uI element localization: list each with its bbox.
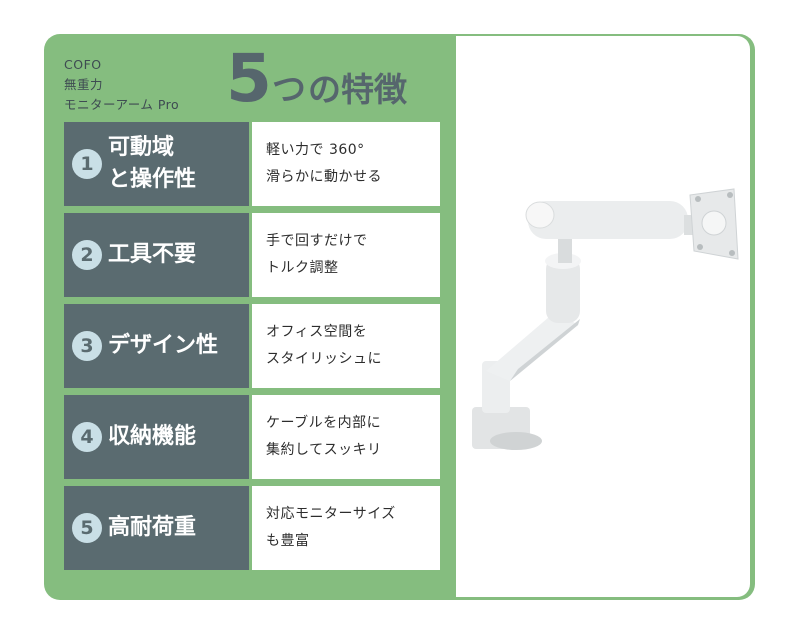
- feature-desc-line1: オフィス空間を: [266, 324, 368, 340]
- feature-title: 収納機能: [108, 424, 197, 449]
- feature-row: 5 高耐荷重 対応モニターサイズ も豊富: [64, 486, 440, 570]
- product-image-panel: [456, 36, 750, 597]
- feature-desc-line2: トルク調整: [266, 260, 339, 276]
- title-text: の特徴: [307, 70, 407, 109]
- page-title: 5つの特徴: [226, 42, 407, 116]
- brand-name: COFO: [64, 57, 102, 72]
- feature-desc-line1: 手で回すだけで: [266, 233, 368, 249]
- product-name: モニターアーム Pro: [64, 97, 180, 112]
- feature-title: 高耐荷重: [108, 515, 197, 540]
- feature-desc-line1: ケーブルを内部に: [266, 415, 382, 431]
- feature-desc-line2: スタイリッシュに: [266, 351, 382, 367]
- feature-desc-line2: も豊富: [266, 533, 310, 549]
- feature-title: デザイン性: [108, 333, 219, 358]
- feature-description: 対応モニターサイズ も豊富: [252, 486, 440, 570]
- feature-label: 2 工具不要: [64, 213, 249, 297]
- feature-desc-line1: 軽い力で 360°: [266, 142, 365, 158]
- feature-label: 1 可動域 と操作性: [64, 122, 249, 206]
- brand-tagline: 無重力: [64, 77, 104, 92]
- lower-arm-shade: [510, 319, 580, 381]
- title-particle: つ: [271, 70, 306, 110]
- feature-title: 工具不要: [108, 242, 197, 267]
- feature-description: ケーブルを内部に 集約してスッキリ: [252, 395, 440, 479]
- feature-number-badge: 2: [72, 240, 102, 270]
- feature-title: 可動域: [108, 135, 175, 160]
- elbow-joint: [546, 257, 580, 323]
- title-number: 5: [226, 40, 272, 117]
- vesa-hub: [701, 210, 727, 236]
- feature-title-line2: と操作性: [108, 167, 197, 192]
- feature-description: 手で回すだけで トルク調整: [252, 213, 440, 297]
- feature-desc-line2: 滑らかに動かせる: [266, 169, 382, 185]
- feature-label: 5 高耐荷重: [64, 486, 249, 570]
- upper-arm-cap: [525, 201, 555, 229]
- feature-label: 4 収納機能: [64, 395, 249, 479]
- feature-number-badge: 5: [72, 513, 102, 543]
- feature-row: 4 収納機能 ケーブルを内部に 集約してスッキリ: [64, 395, 440, 479]
- feature-row: 1 可動域 と操作性 軽い力で 360° 滑らかに動かせる: [64, 122, 440, 206]
- feature-number-badge: 4: [72, 422, 102, 452]
- feature-number-badge: 1: [72, 149, 102, 179]
- clamp-plate: [490, 432, 542, 450]
- lower-arm: [486, 311, 578, 381]
- feature-description: オフィス空間を スタイリッシュに: [252, 304, 440, 388]
- feature-number-badge: 3: [72, 331, 102, 361]
- feature-desc-line1: 対応モニターサイズ: [266, 506, 396, 522]
- feature-label: 3 デザイン性: [64, 304, 249, 388]
- feature-description: 軽い力で 360° 滑らかに動かせる: [252, 122, 440, 206]
- feature-row: 3 デザイン性 オフィス空間を スタイリッシュに: [64, 304, 440, 388]
- upper-arm: [528, 201, 688, 239]
- feature-row: 2 工具不要 手で回すだけで トルク調整: [64, 213, 440, 297]
- monitor-arm-image: [472, 188, 739, 450]
- feature-desc-line2: 集約してスッキリ: [266, 442, 382, 458]
- brand-block: COFO 無重力 モニターアーム Pro: [64, 55, 179, 115]
